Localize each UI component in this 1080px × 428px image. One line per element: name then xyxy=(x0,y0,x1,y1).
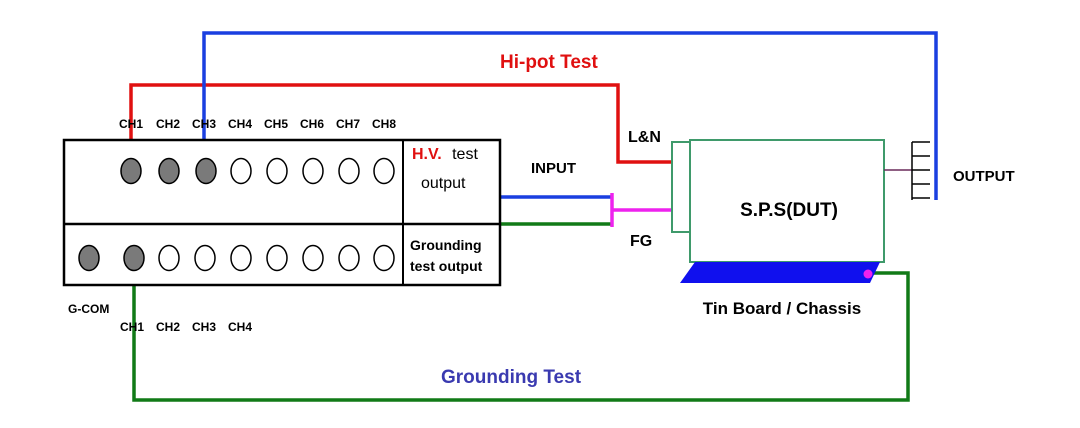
gcom-jack[interactable] xyxy=(78,244,100,272)
channel-label: CH3 xyxy=(192,117,216,131)
hv-label-line2: output xyxy=(421,175,466,192)
chassis-plate xyxy=(680,262,880,283)
dut-label: S.P.S(DUT) xyxy=(740,200,838,221)
channel-label: CH4 xyxy=(228,117,252,131)
ground-jack-row xyxy=(78,244,395,272)
channel-labels-bottom: CH1 CH2 CH3 CH4 xyxy=(120,320,252,334)
channel-label: CH1 xyxy=(119,117,143,131)
fg-label: FG xyxy=(630,233,652,250)
channel-labels-top: CH1 CH2 CH3 CH4 CH5 CH6 CH7 CH8 xyxy=(119,117,396,131)
hv-jack-ch1[interactable] xyxy=(120,157,142,185)
channel-label: CH2 xyxy=(156,117,180,131)
ground-jack-ch1[interactable] xyxy=(123,244,145,272)
grounding-label-line2: test output xyxy=(410,258,483,274)
chassis-ground-point xyxy=(863,269,873,279)
output-terminal-block xyxy=(911,141,930,200)
channel-label: CH5 xyxy=(264,117,288,131)
output-label: OUTPUT xyxy=(953,168,1015,185)
grounding-label-line1: Grounding xyxy=(410,237,482,253)
hv-jack-ch2[interactable] xyxy=(158,157,180,185)
channel-label: CH2 xyxy=(156,320,180,334)
channel-label: CH6 xyxy=(300,117,324,131)
grounding-test-label: Grounding Test xyxy=(441,367,582,388)
channel-label: CH8 xyxy=(372,117,396,131)
channel-label: CH7 xyxy=(336,117,360,131)
channel-label: CH4 xyxy=(228,320,252,334)
hv-prefix: H.V. xyxy=(412,146,442,163)
hv-jack-ch5[interactable] xyxy=(266,157,288,185)
hv-test-word: test xyxy=(452,146,478,163)
ground-jack-6[interactable] xyxy=(302,244,324,272)
hv-jack-ch7[interactable] xyxy=(338,157,360,185)
gcom-label: G-COM xyxy=(68,302,109,316)
ground-jack-ch2[interactable] xyxy=(158,244,180,272)
input-label: INPUT xyxy=(531,160,576,177)
ground-jack-8[interactable] xyxy=(373,244,395,272)
hv-label-line1: H.V. test xyxy=(412,146,478,163)
ground-jack-7[interactable] xyxy=(338,244,360,272)
chassis-label: Tin Board / Chassis xyxy=(703,299,861,318)
ground-jack-ch4[interactable] xyxy=(230,244,252,272)
hv-jack-ch6[interactable] xyxy=(302,157,324,185)
hipot-wire xyxy=(129,83,672,170)
hv-jack-ch8[interactable] xyxy=(373,157,395,185)
dut-box xyxy=(689,139,885,263)
hv-jack-ch4[interactable] xyxy=(230,157,252,185)
ground-jack-5[interactable] xyxy=(266,244,288,272)
ground-jack-ch3[interactable] xyxy=(194,244,216,272)
ln-label: L&N xyxy=(628,129,661,146)
hv-output-wire xyxy=(202,31,938,200)
hv-jack-ch3[interactable] xyxy=(195,157,217,185)
channel-label: CH1 xyxy=(120,320,144,334)
hipot-test-label: Hi-pot Test xyxy=(500,52,598,73)
hv-jack-row xyxy=(120,157,395,185)
grounding-test-wire xyxy=(132,258,910,402)
channel-label: CH3 xyxy=(192,320,216,334)
